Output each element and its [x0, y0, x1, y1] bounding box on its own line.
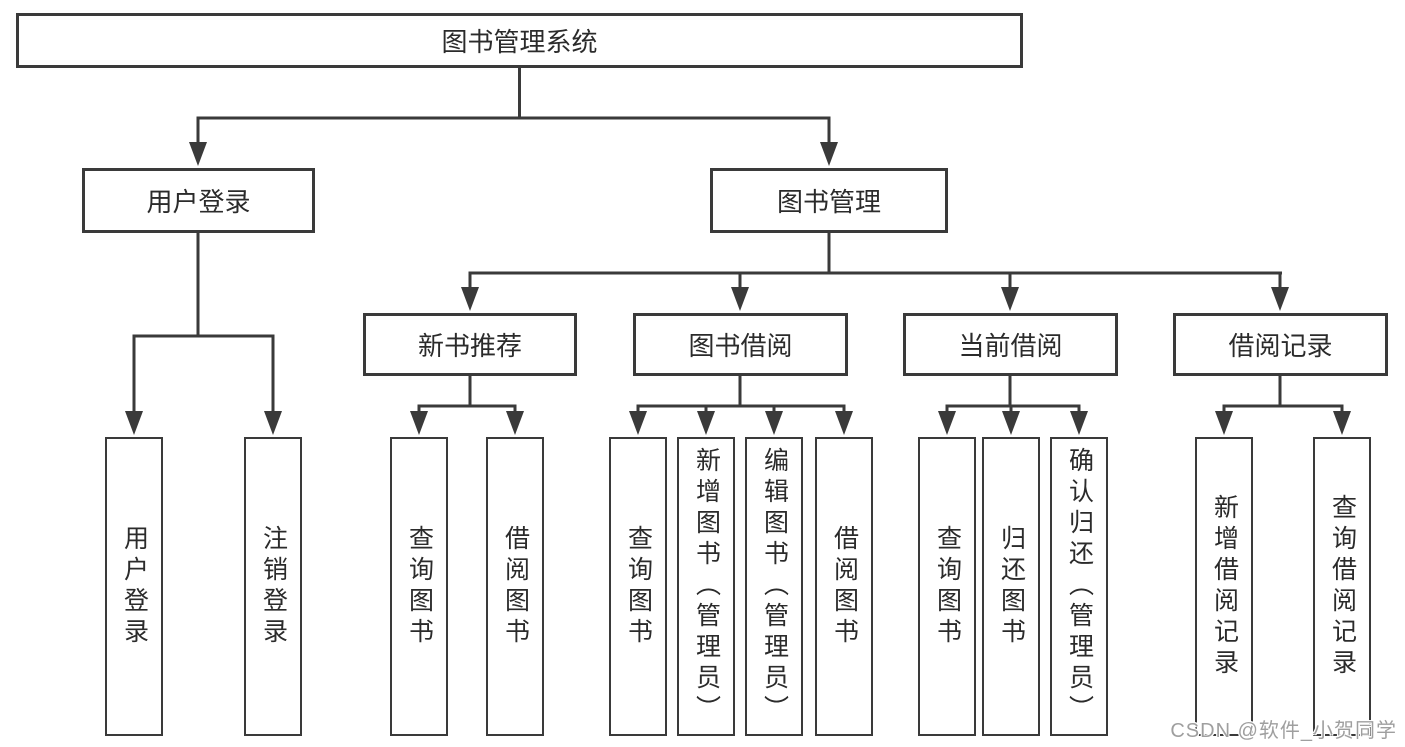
- node-root-system: 图书管理系统: [16, 13, 1023, 68]
- leaf-query-books-current: 查询图书: [918, 437, 976, 736]
- leaf-borrow-books: 借阅图书: [815, 437, 873, 736]
- node-label: 图书借阅: [688, 331, 793, 361]
- arrowhead-icon: [938, 411, 956, 435]
- node-label: 查询借阅记录: [1328, 493, 1357, 680]
- node-label: 新增借阅记录: [1210, 493, 1239, 680]
- csdn-watermark: CSDN @软件_小贺同学: [1170, 720, 1397, 742]
- node-label: 借阅图书: [501, 524, 530, 649]
- leaf-return-books: 归还图书: [982, 437, 1040, 736]
- arrowhead-icon: [765, 411, 783, 435]
- node-current-borrowing: 当前借阅: [903, 313, 1118, 376]
- arrowhead-icon: [264, 411, 282, 435]
- arrowhead-icon: [1271, 287, 1289, 311]
- node-user-login-branch: 用户登录: [82, 168, 315, 233]
- leaf-logout: 注销登录: [244, 437, 302, 736]
- node-label: 借阅记录: [1228, 331, 1333, 361]
- node-borrowing-records: 借阅记录: [1173, 313, 1388, 376]
- node-label: 图书管理: [776, 187, 881, 217]
- connector-root-to-level2: [189, 68, 838, 166]
- connector-userlogin-to-leaves: [125, 233, 282, 435]
- connector-bookmgmt-to-level3: [461, 233, 1289, 311]
- arrowhead-icon: [125, 411, 143, 435]
- node-label: 借阅图书: [830, 524, 859, 649]
- arrowhead-icon: [835, 411, 853, 435]
- leaf-confirm-return-admin: 确认归还（管理员）: [1050, 437, 1108, 736]
- arrowhead-icon: [820, 142, 838, 166]
- node-label: 新增图书（管理员）: [692, 447, 721, 726]
- leaf-edit-books-admin: 编辑图书（管理员）: [745, 437, 803, 736]
- arrowhead-icon: [1333, 411, 1351, 435]
- leaf-user-login: 用户登录: [105, 437, 163, 736]
- node-label: 查询图书: [933, 524, 962, 649]
- node-label: 编辑图书（管理员）: [760, 447, 789, 726]
- leaf-borrow-books-recommend: 借阅图书: [486, 437, 544, 736]
- leaf-add-borrow-record: 新增借阅记录: [1195, 437, 1253, 736]
- connector-newbooks-to-leaves: [410, 376, 524, 435]
- arrowhead-icon: [1001, 287, 1019, 311]
- node-label: 查询图书: [624, 524, 653, 649]
- arrowhead-icon: [1070, 411, 1088, 435]
- node-label: 归还图书: [997, 524, 1026, 649]
- connector-current-to-leaves: [938, 376, 1088, 435]
- node-label: 用户登录: [120, 524, 149, 649]
- node-book-borrowing: 图书借阅: [633, 313, 848, 376]
- node-new-book-recommend: 新书推荐: [363, 313, 577, 376]
- arrowhead-icon: [410, 411, 428, 435]
- node-label: 新书推荐: [417, 331, 522, 361]
- arrowhead-icon: [1215, 411, 1233, 435]
- connector-records-to-leaves: [1215, 376, 1351, 435]
- arrowhead-icon: [189, 142, 207, 166]
- node-label: 用户登录: [146, 187, 251, 217]
- leaf-add-books-admin: 新增图书（管理员）: [677, 437, 735, 736]
- node-label: 图书管理系统: [441, 27, 598, 57]
- leaf-query-books-borrowing: 查询图书: [609, 437, 667, 736]
- arrowhead-icon: [461, 287, 479, 311]
- connector-borrowing-to-leaves: [629, 376, 853, 435]
- node-book-management-branch: 图书管理: [710, 168, 948, 233]
- node-label: 注销登录: [259, 524, 288, 649]
- node-label: 确认归还（管理员）: [1065, 447, 1094, 726]
- arrowhead-icon: [731, 287, 749, 311]
- leaf-query-books-recommend: 查询图书: [390, 437, 448, 736]
- arrowhead-icon: [506, 411, 524, 435]
- arrowhead-icon: [697, 411, 715, 435]
- arrowhead-icon: [1002, 411, 1020, 435]
- node-label: 查询图书: [405, 524, 434, 649]
- leaf-query-borrow-record: 查询借阅记录: [1313, 437, 1371, 736]
- node-label: 当前借阅: [958, 331, 1063, 361]
- arrowhead-icon: [629, 411, 647, 435]
